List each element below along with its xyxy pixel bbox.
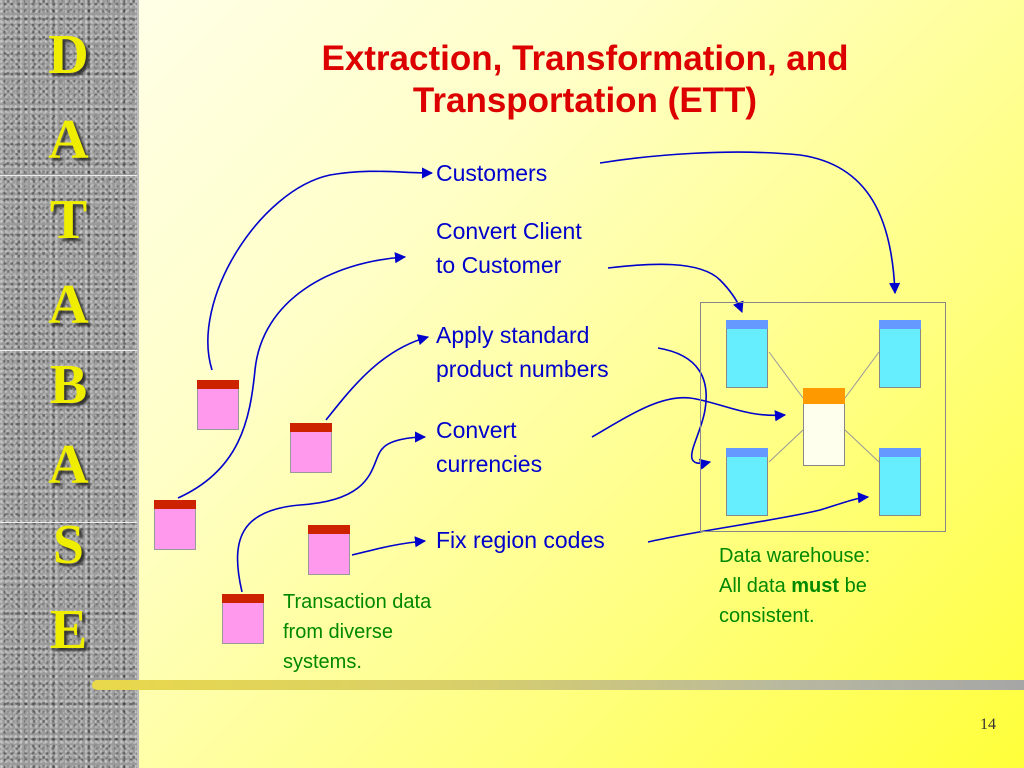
- sidebar-divider: [0, 522, 137, 523]
- sidebar-letter: A: [48, 434, 89, 496]
- warehouse-database: [879, 448, 921, 516]
- database-cap: [726, 448, 768, 457]
- warehouse-database: [879, 320, 921, 388]
- step-line: product numbers: [436, 356, 609, 382]
- database-cap: [290, 423, 332, 432]
- source-database: [222, 594, 264, 644]
- hub-link: [768, 429, 804, 463]
- arrow-source-to-convert-currencies: [236, 431, 427, 593]
- note-line: from diverse: [283, 621, 394, 643]
- arrow-fix-region-to-warehouse: [647, 492, 870, 543]
- hub-link: [768, 351, 804, 399]
- database-cap: [879, 320, 921, 329]
- note-text: be: [839, 575, 867, 597]
- note-line: systems.: [283, 651, 362, 673]
- step-line: currencies: [436, 451, 543, 477]
- step-line: Apply standard: [436, 322, 590, 348]
- step-customers: Customers: [436, 160, 548, 186]
- sidebar-letter: S: [52, 514, 85, 576]
- note-text: All data: [719, 575, 792, 597]
- step-convert-client: Convert Client to Customer: [436, 214, 582, 282]
- note-line: consistent.: [719, 605, 815, 627]
- hub-link: [844, 351, 880, 399]
- database-cap: [879, 448, 921, 457]
- hub-link: [844, 429, 880, 463]
- step-line: Convert Client: [436, 218, 582, 244]
- database-cap: [726, 320, 768, 329]
- sidebar-letter: E: [49, 599, 88, 661]
- sidebar-letter: D: [48, 24, 89, 86]
- footer-bar: [92, 680, 1024, 690]
- title-line: Transportation (ETT): [412, 81, 758, 120]
- source-note: Transaction data from diverse systems.: [283, 587, 431, 677]
- note-line: All data must be: [719, 571, 870, 601]
- warehouse-note: Data warehouse: All data must be consist…: [719, 541, 870, 631]
- page-title: Extraction, Transformation, and Transpor…: [200, 38, 970, 122]
- sidebar-letter: T: [49, 189, 88, 251]
- sidebar-banner: D A T A B A S E: [0, 0, 139, 768]
- source-database: [308, 525, 350, 575]
- database-cap: [197, 380, 239, 389]
- page-number: 14: [980, 716, 996, 733]
- step-convert-currencies: Convert currencies: [436, 413, 542, 481]
- title-line: Extraction, Transformation, and: [321, 39, 849, 78]
- arrow-source-to-fix-region: [351, 536, 427, 556]
- database-cap: [308, 525, 350, 534]
- arrow-apply-standard-to-warehouse: [657, 347, 712, 470]
- sidebar-divider: [0, 350, 137, 351]
- source-database: [154, 500, 196, 550]
- database-cap: [154, 500, 196, 509]
- source-database: [197, 380, 239, 430]
- note-line: Transaction data: [283, 591, 432, 613]
- sidebar-letter: A: [48, 109, 89, 171]
- sidebar-letter: A: [48, 274, 89, 336]
- step-line: to Customer: [436, 252, 562, 278]
- note-line: Data warehouse:: [719, 545, 871, 567]
- arrow-convert-client-to-warehouse: [607, 263, 744, 314]
- warehouse-hub: [803, 388, 845, 466]
- arrow-customers-to-warehouse: [599, 151, 901, 295]
- step-fix-region: Fix region codes: [436, 527, 605, 553]
- arrow-convert-currencies-to-hub: [591, 396, 787, 438]
- note-emphasis: must: [791, 575, 840, 597]
- data-warehouse-frame: [700, 302, 946, 532]
- sidebar-divider: [0, 175, 137, 176]
- sidebar-letter: B: [49, 354, 88, 416]
- arrow-source-to-customers: [207, 167, 434, 371]
- step-apply-standard: Apply standard product numbers: [436, 318, 609, 386]
- arrow-source-to-convert-client: [177, 252, 407, 499]
- arrow-source-to-apply-standard: [325, 334, 430, 421]
- hub-cap: [803, 388, 845, 404]
- step-line: Convert: [436, 417, 517, 443]
- source-database: [290, 423, 332, 473]
- warehouse-database: [726, 448, 768, 516]
- warehouse-database: [726, 320, 768, 388]
- database-cap: [222, 594, 264, 603]
